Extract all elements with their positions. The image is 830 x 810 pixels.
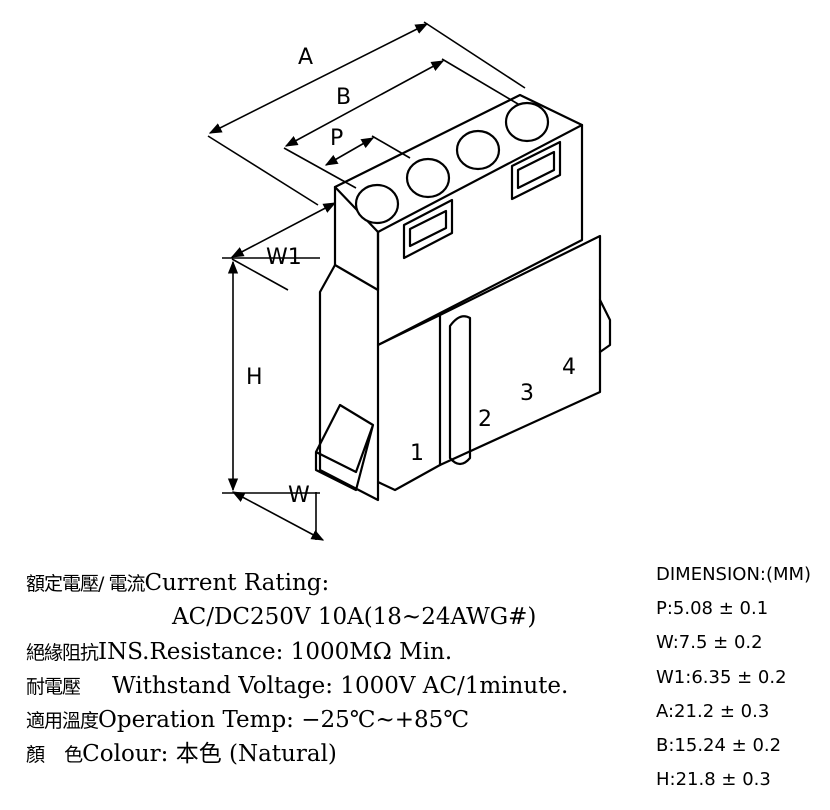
dimension-item: A:21.2 ± 0.3	[656, 701, 770, 722]
spec-value: Colour: 本色 (Natural)	[82, 741, 337, 767]
pin-number-1: 1	[410, 441, 424, 466]
window-right	[510, 140, 562, 201]
pin-hole-3	[455, 129, 501, 171]
spec-label-cn: 絕緣阻抗	[26, 642, 99, 664]
dimension-item: W:7.5 ± 0.2	[656, 632, 763, 653]
spec-value: Operation Temp: −25℃~+85℃	[98, 707, 470, 733]
spec-row-withstand: 耐電壓 Withstand Voltage: 1000V AC/1minute.	[26, 671, 568, 702]
dim-label-a: A	[298, 45, 313, 70]
latch-ramp	[314, 403, 375, 492]
pin-hole-1	[354, 183, 400, 225]
connector-drawing: A B P W1 H W 1 2 3 4	[207, 21, 612, 541]
dim-label-h: H	[246, 365, 263, 390]
pin-number-3: 3	[520, 381, 534, 406]
pin-number-4: 4	[562, 355, 576, 380]
spec-value: AC/DC250V 10A(18~24AWG#)	[172, 604, 537, 630]
housing-left-tab	[318, 263, 380, 502]
dimension-title: DIMENSION:(MM)	[656, 564, 812, 585]
center-rib	[448, 315, 472, 466]
window-left	[402, 198, 454, 260]
dim-label-b: B	[336, 85, 351, 110]
dim-label-p: P	[330, 126, 343, 151]
housing-lower-right	[438, 234, 602, 467]
dimension-item: P:5.08 ± 0.1	[656, 598, 769, 619]
housing-front-face	[376, 123, 584, 347]
spec-label-cn: 顏 色	[26, 744, 83, 766]
spec-value: Withstand Voltage: 1000V AC/1minute.	[112, 673, 569, 699]
dimension-item: H:21.8 ± 0.3	[656, 769, 771, 790]
housing-lower-front	[376, 313, 442, 492]
spec-row-resistance: 絕緣阻抗INS.Resistance: 1000MΩ Min.	[26, 637, 452, 668]
spec-row-rating: 額定電壓/ 電流Current Rating:	[26, 568, 329, 599]
spec-row-colour: 顏 色Colour: 本色 (Natural)	[26, 739, 337, 770]
pin-hole-2	[405, 157, 451, 199]
spec-label-cn: 耐電壓	[26, 676, 81, 698]
spec-row-temp: 適用溫度Operation Temp: −25℃~+85℃	[26, 705, 469, 736]
spec-label-cn: 適用溫度	[26, 710, 99, 732]
spec-value: INS.Resistance: 1000MΩ Min.	[98, 639, 453, 665]
spec-value: Current Rating:	[144, 570, 330, 596]
dimension-item: W1:6.35 ± 0.2	[656, 667, 787, 688]
spec-label-cn: 額定電壓/ 電流	[26, 573, 145, 595]
dim-label-w1: W1	[266, 245, 302, 270]
dim-label-w: W	[288, 483, 310, 508]
pin-hole-4	[504, 101, 550, 143]
spec-row-rating-value: AC/DC250V 10A(18~24AWG#)	[172, 602, 536, 633]
right-latch	[598, 298, 612, 354]
dimension-item: B:15.24 ± 0.2	[656, 735, 782, 756]
pin-number-2: 2	[478, 407, 492, 432]
